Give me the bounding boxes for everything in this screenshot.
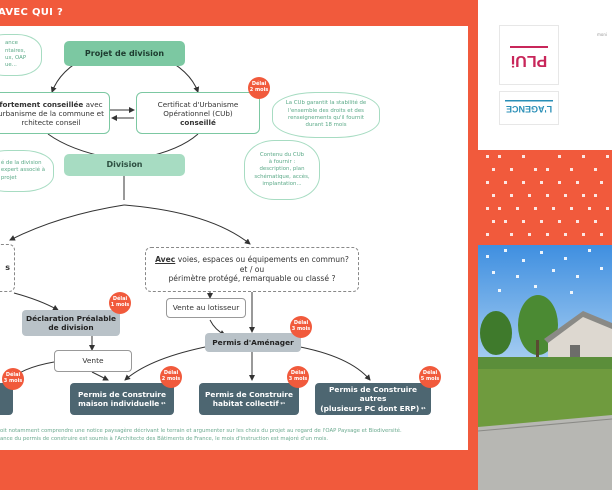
edge-vente-pc1 bbox=[92, 372, 108, 380]
node-vente-lotisseur: Vente au lotisseur bbox=[166, 298, 246, 318]
node-conseil: fortement conseillée avec urbanisme de l… bbox=[0, 92, 110, 134]
node-declaration-prealable: Déclaration Préalable de division bbox=[22, 310, 120, 336]
footnote-line-2: ance du permis de construire est soumis … bbox=[0, 436, 468, 444]
info-cloud-topleft: ance ntaires, ux, OAP ue... bbox=[0, 34, 42, 76]
node-vente: Vente bbox=[54, 350, 132, 372]
info-cloud-guarantee: La CUb garantit la stabilité de l'ensemb… bbox=[272, 92, 380, 138]
svg-text:PLUi: PLUi bbox=[511, 52, 547, 69]
house-photo bbox=[478, 245, 612, 490]
node-pc-maison: Permis de Construire maison individuelle… bbox=[70, 383, 174, 415]
agence-logo: L'AGENCE bbox=[500, 92, 558, 124]
info-cloud-contenu: Contenu du CUb à fournir : description, … bbox=[244, 140, 320, 200]
right-dot-panel bbox=[478, 150, 612, 250]
svg-text:L'AGENCE: L'AGENCE bbox=[506, 104, 552, 114]
footnote-line-1: oit notamment comprendre une notice pays… bbox=[0, 428, 468, 436]
node-cub: Certificat d'Urbanisme Opérationnel (CUb… bbox=[136, 92, 260, 134]
dot-pattern bbox=[478, 150, 612, 250]
node-avec-question: Avec voies, espaces ou équipements en co… bbox=[145, 247, 359, 292]
info-cloud-leftmid: é de la division expert associé à projet bbox=[0, 150, 54, 192]
edge-split-left bbox=[10, 205, 124, 240]
node-pc-autres: Permis de Construire autres (plusieurs P… bbox=[315, 383, 431, 415]
node-pc-collectif: Permis de Construire habitat collectif *… bbox=[199, 383, 299, 415]
node-left-partial: s bbox=[0, 244, 15, 292]
right-divider bbox=[468, 0, 478, 490]
corner-text: moni bbox=[597, 32, 607, 37]
edge-left-dp bbox=[14, 293, 58, 310]
bottom-band bbox=[0, 450, 478, 490]
edge-split-right bbox=[124, 205, 250, 244]
node-permis-amenager: Permis d'Aménager bbox=[205, 333, 301, 352]
node-division: Division bbox=[64, 154, 185, 176]
plui-logo: PLUi bbox=[500, 26, 558, 84]
node-projet-division: Projet de division bbox=[64, 41, 185, 66]
footnotes: oit notamment comprendre une notice pays… bbox=[0, 428, 468, 443]
